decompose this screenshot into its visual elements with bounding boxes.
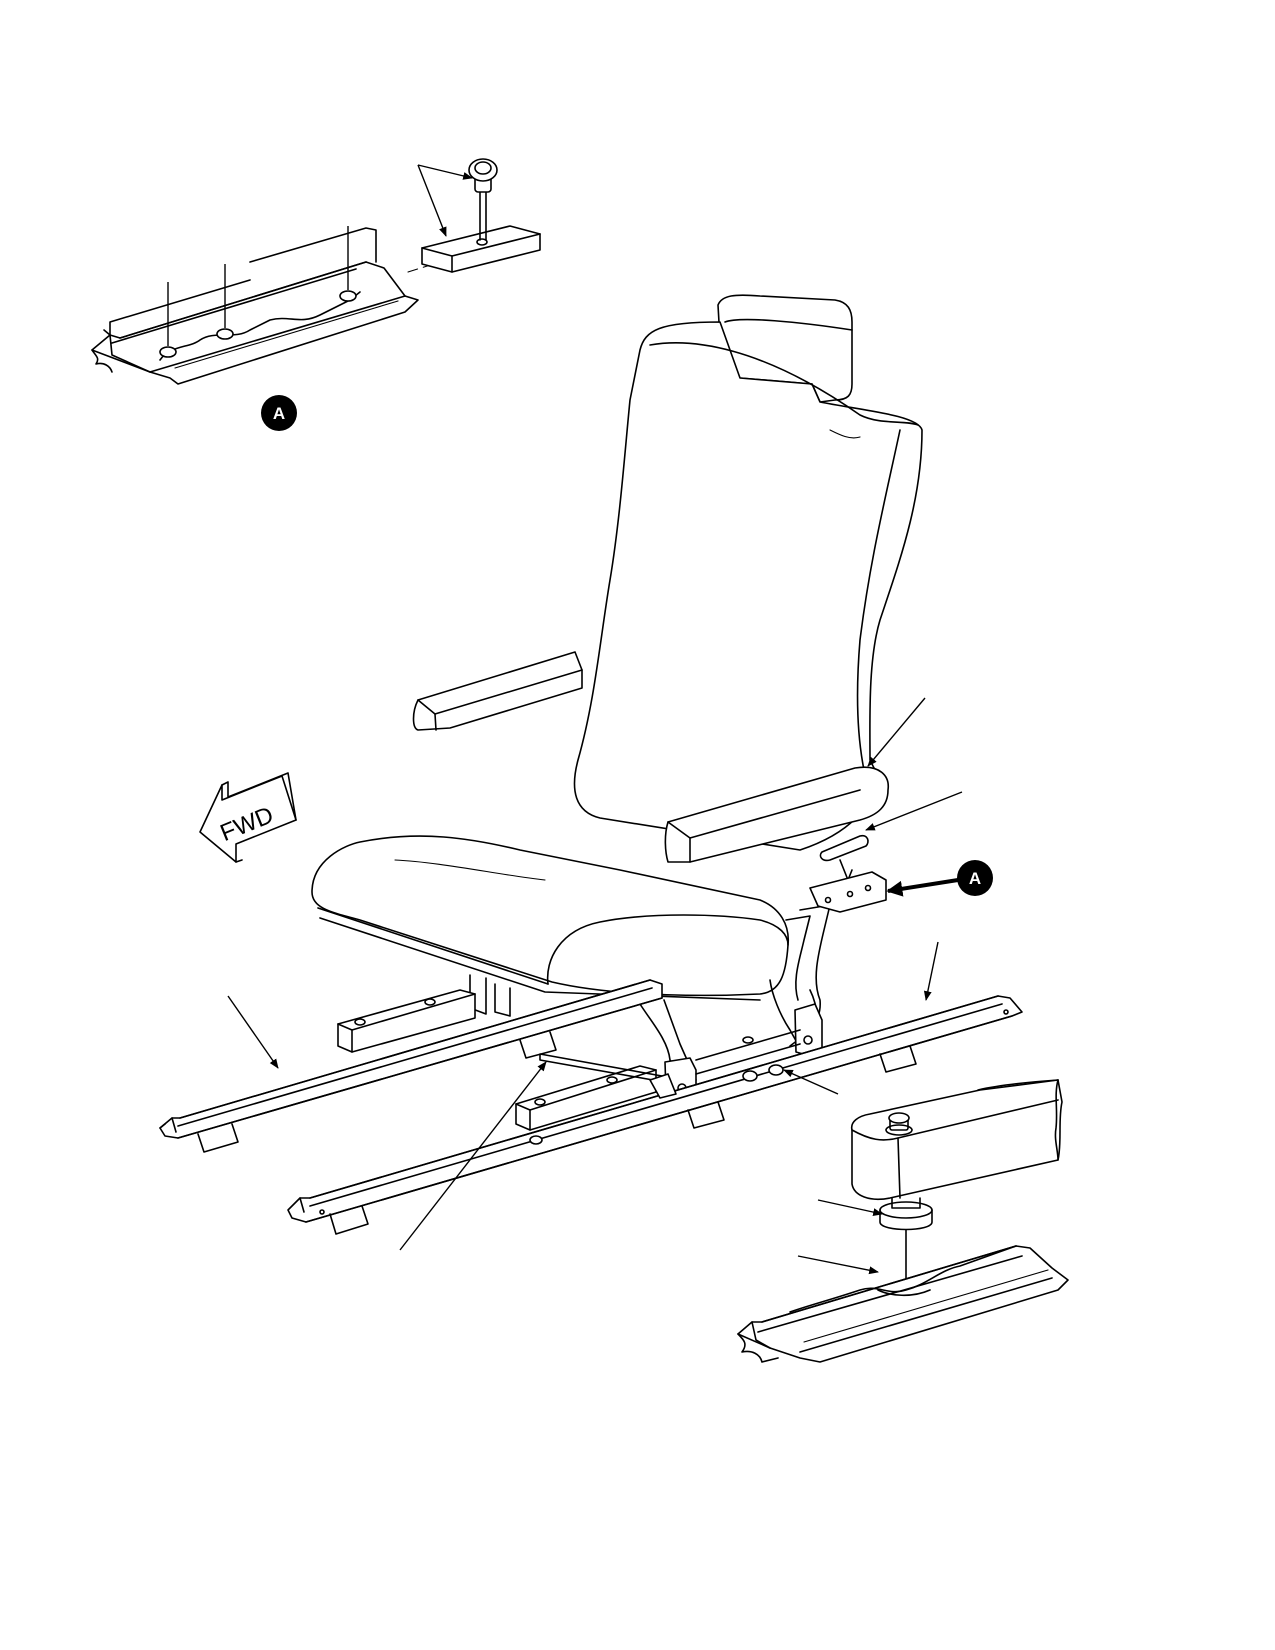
track-fitting-left (337, 989, 476, 1053)
seat-track-left (159, 979, 663, 1153)
armrest-left (412, 651, 583, 731)
leader-armrest (867, 697, 926, 767)
leader-stud-foot (817, 1199, 883, 1216)
bolt-pin (468, 158, 498, 241)
stud-detail (737, 1079, 1069, 1363)
headrest (717, 294, 853, 403)
view-label-a: A (261, 395, 297, 431)
leader-track-stud (783, 1069, 839, 1095)
recline-handle[interactable] (819, 834, 869, 881)
adjustment-lever[interactable] (539, 1053, 677, 1099)
track-fitting-right (515, 1036, 784, 1145)
leader-lever (399, 1061, 547, 1251)
leader-recline-handle (865, 791, 963, 831)
stud-foot (879, 1197, 933, 1285)
seat-track-right (287, 995, 1023, 1235)
detail-view-a: A (91, 158, 541, 431)
callout-a: A (886, 860, 993, 897)
leader-left-track (227, 995, 279, 1069)
leader-right-track (923, 941, 939, 1001)
spacer-block (421, 225, 541, 273)
seat-assembly: A (159, 294, 1023, 1251)
forward-direction-arrow: FWD (199, 772, 297, 863)
stud-fitting-block (850, 1079, 1063, 1200)
armrest-right (664, 766, 889, 863)
callout-a-text: A (969, 869, 981, 888)
stud-detail-track (737, 1245, 1069, 1363)
leader-track-hole (797, 1255, 879, 1275)
detail-track-section (91, 227, 419, 385)
seat-cushion (311, 835, 789, 1001)
view-label-a-text: A (273, 404, 285, 423)
